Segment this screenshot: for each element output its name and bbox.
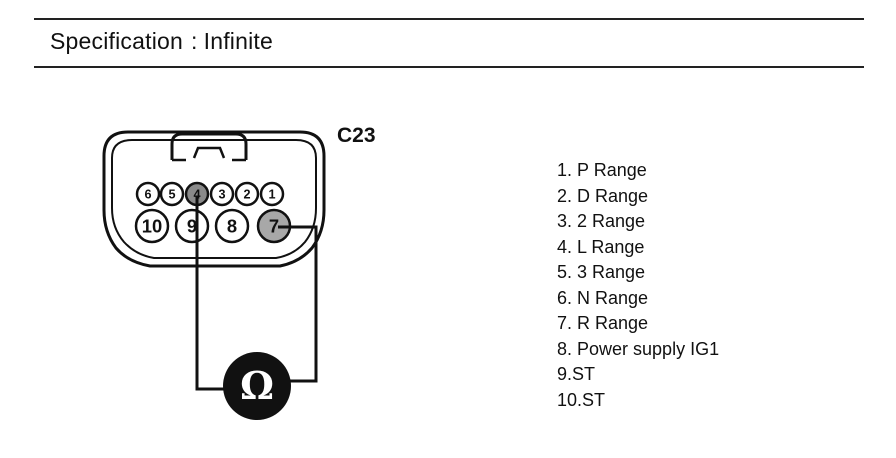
pin-circle	[209, 181, 235, 207]
specification-line: Specification:Infinite	[50, 28, 273, 55]
pin-label: 1	[268, 188, 275, 202]
test-lead-pin4	[195, 196, 226, 391]
pin-list-item: 3. 2 Range	[557, 211, 646, 231]
connector-pin-top: 6	[135, 181, 161, 207]
spec-value: Infinite	[203, 28, 273, 54]
pin-list-item: 5. 3 Range	[557, 262, 646, 282]
pin-label: 5	[168, 188, 175, 202]
pin-label: 4	[193, 188, 200, 202]
connector-pin-top: 3	[209, 181, 235, 207]
pin-circle	[174, 208, 210, 244]
connector-pin-bottom: 8	[214, 208, 250, 244]
pin-list-item: 7. R Range	[557, 313, 649, 333]
header-top-rule	[34, 18, 864, 20]
pin-circle	[135, 181, 161, 207]
pin-label: 6	[144, 188, 151, 202]
pin-list-item: 9.ST	[557, 364, 596, 384]
spec-label: Specification	[50, 28, 184, 54]
connector-pin-top: 1	[259, 181, 285, 207]
spec-separator: :	[191, 28, 198, 54]
pin-label: 9	[187, 216, 197, 237]
ohm-symbol-icon: Ω	[240, 363, 274, 408]
pin-circle	[259, 181, 285, 207]
locking-tab-inner	[192, 146, 226, 159]
pin-list-item: 1. P Range	[557, 160, 647, 180]
ohmmeter-body	[223, 352, 291, 420]
locking-tab	[170, 132, 248, 160]
connector-housing-inner	[111, 139, 317, 259]
pin-circle	[234, 181, 260, 207]
connector-pin-top: 2	[234, 181, 260, 207]
pin-list-item: 2. D Range	[557, 185, 649, 206]
top-pin-row: 6 5 4 3 2 1	[135, 181, 285, 207]
pin-label: 8	[227, 216, 237, 237]
pin-list-item: 8. Power supply IG1	[557, 338, 720, 359]
pin-circle	[214, 208, 250, 244]
pin-assignment-list: 1. P Range 2. D Range 3. 2 Range 4. L Range…	[557, 158, 719, 413]
test-lead-pin7	[278, 225, 318, 383]
connector-housing	[102, 130, 326, 268]
connector-id: C23	[337, 124, 376, 147]
pin-label: 2	[243, 188, 250, 202]
pin-list-item: 10.ST	[557, 389, 606, 410]
connector-pin-top: 5	[159, 181, 185, 207]
ohmmeter: Ω	[223, 352, 291, 420]
bottom-pin-row: 10 9 8 7	[134, 208, 292, 244]
pin-label: 10	[142, 216, 162, 237]
connector-pin-bottom: 10	[134, 208, 170, 244]
pin-circle	[159, 181, 185, 207]
pin-list-item: 4. L Range	[557, 236, 645, 257]
pin-list-item: 6. N Range	[557, 287, 649, 308]
header-bottom-rule	[34, 66, 864, 68]
pin-label: 3	[218, 188, 225, 202]
connector-pin-bottom: 9	[174, 208, 210, 244]
pin-label: 7	[269, 216, 279, 237]
pin-circle	[134, 208, 170, 244]
